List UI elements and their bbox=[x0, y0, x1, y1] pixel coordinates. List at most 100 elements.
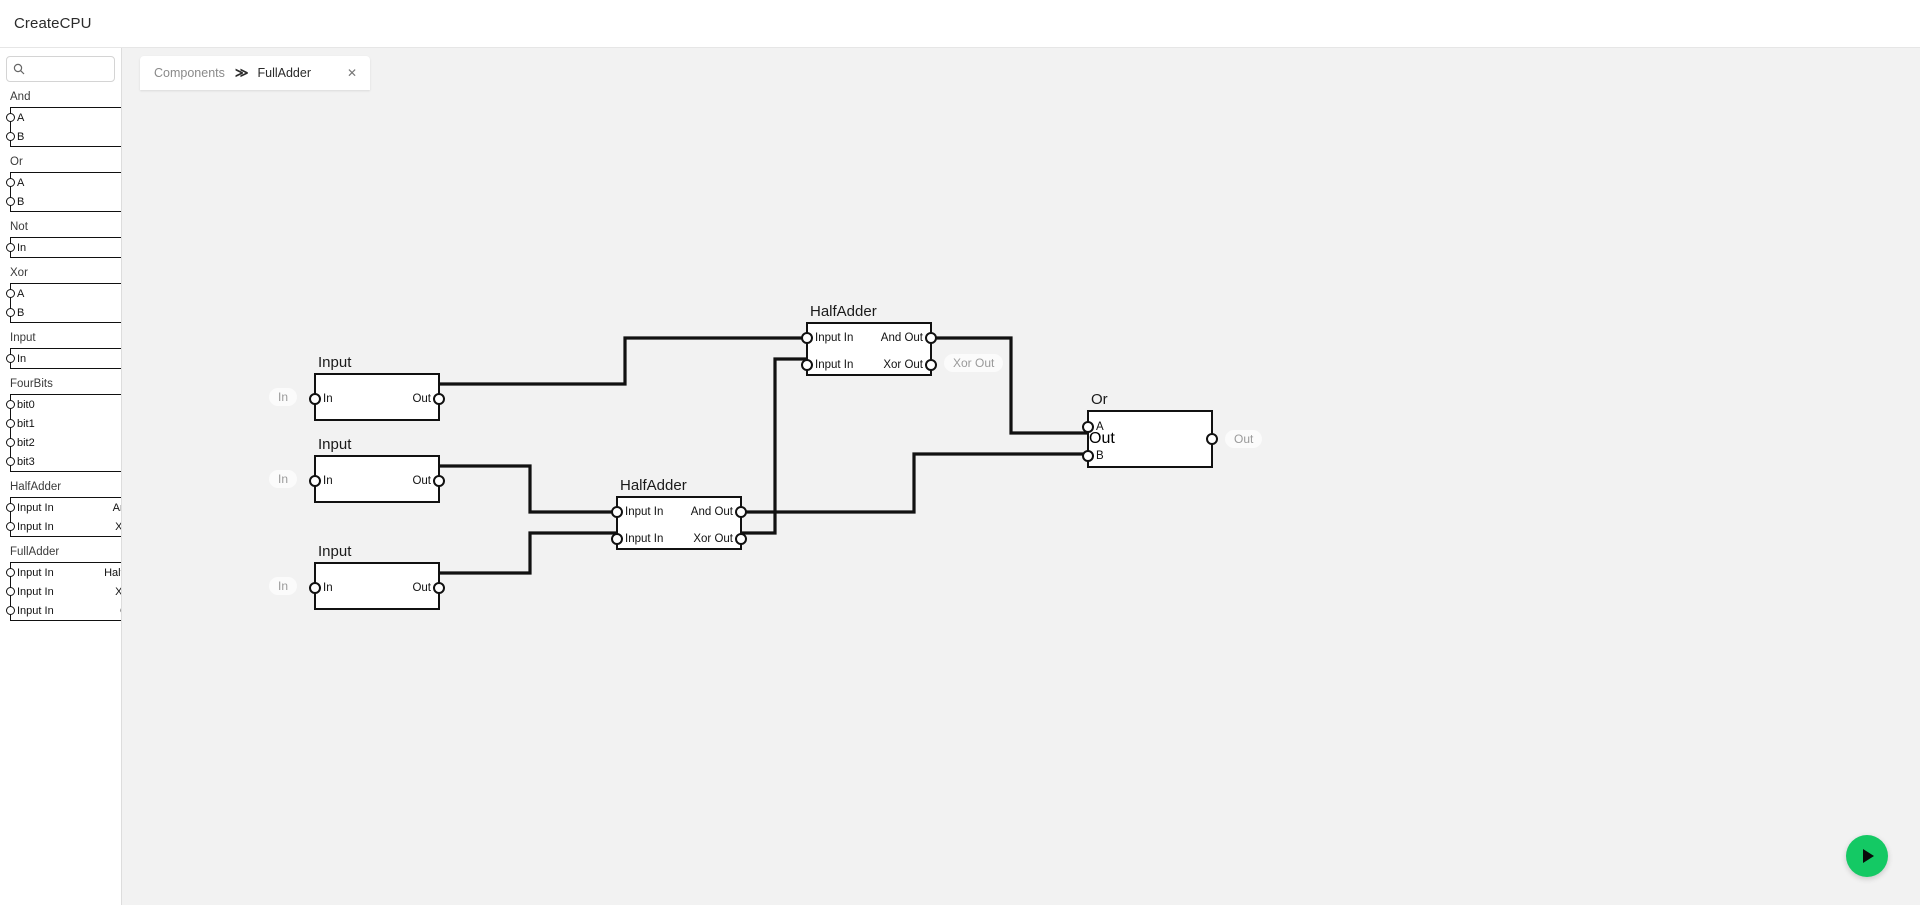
palette-input-pin[interactable] bbox=[5, 400, 15, 409]
palette-input-pin[interactable] bbox=[5, 197, 15, 206]
palette-input-label: B bbox=[17, 195, 25, 208]
palette-item-not[interactable]: NotInOut bbox=[0, 220, 121, 258]
search-box[interactable] bbox=[6, 56, 115, 82]
node-output-pin[interactable] bbox=[735, 532, 747, 545]
run-simulation-button[interactable] bbox=[1846, 835, 1888, 877]
palette-input-pin[interactable] bbox=[5, 606, 15, 615]
node-output-pin[interactable] bbox=[735, 505, 747, 518]
breadcrumb-separator-icon: ≫ bbox=[234, 65, 249, 80]
node-input-pin[interactable] bbox=[611, 532, 623, 545]
palette-input-pin[interactable] bbox=[5, 243, 15, 252]
tab-bar: Components ≫ FullAdder ✕ bbox=[140, 56, 370, 90]
palette-input-pin[interactable] bbox=[5, 178, 15, 187]
palette-pin-row: A bbox=[5, 173, 121, 192]
palette-item-label: Input bbox=[10, 332, 36, 344]
palette-input-pin[interactable] bbox=[5, 354, 15, 363]
node-output-label: Out bbox=[412, 393, 431, 405]
node-output-pin[interactable] bbox=[1206, 433, 1218, 445]
palette-input-pin[interactable] bbox=[5, 132, 15, 141]
close-icon[interactable]: ✕ bbox=[346, 66, 358, 80]
palette-item-label: FourBits bbox=[10, 378, 53, 390]
node-pin-row: A bbox=[1082, 412, 1211, 441]
palette-input-pin[interactable] bbox=[5, 308, 15, 317]
palette-input-pin[interactable] bbox=[5, 503, 15, 512]
palette-input-label: Input In bbox=[17, 585, 54, 598]
palette-input-pin[interactable] bbox=[5, 419, 15, 428]
breadcrumb-root[interactable]: Components bbox=[154, 66, 225, 80]
node-input-pin[interactable] bbox=[309, 582, 321, 594]
palette-input-pin[interactable] bbox=[5, 113, 15, 122]
node-title: Input bbox=[318, 543, 352, 560]
pin-name-pill[interactable]: In bbox=[269, 470, 298, 488]
search-input[interactable] bbox=[29, 62, 108, 76]
palette-item-fourbits[interactable]: FourBits bit0bit1bit2bit3Out bbox=[0, 377, 121, 472]
palette-pin-row: B bbox=[5, 192, 121, 211]
node-input-label: In bbox=[323, 582, 333, 594]
wire-layer bbox=[440, 336, 1087, 575]
node-input-label: A bbox=[1096, 420, 1104, 433]
node-input-label: In bbox=[323, 393, 333, 405]
palette-item-xor[interactable]: XorABOut bbox=[0, 266, 121, 323]
node-input-label: Input In bbox=[815, 331, 854, 344]
palette-item-label: HalfAdder bbox=[10, 481, 62, 493]
node-output-pin[interactable] bbox=[433, 393, 445, 405]
node-input-pin[interactable] bbox=[611, 505, 623, 518]
node-title: HalfAdder bbox=[810, 303, 877, 320]
node-title: Input bbox=[318, 436, 352, 453]
palette-output-label: Xor Out bbox=[115, 520, 122, 533]
node-input-pin[interactable] bbox=[309, 475, 321, 487]
palette-pin-row: bit2 bbox=[5, 433, 121, 452]
node-input-pin[interactable] bbox=[801, 358, 813, 371]
pin-name-pill[interactable]: In bbox=[269, 577, 298, 595]
palette-input-pin[interactable] bbox=[5, 522, 15, 531]
node-output-pin[interactable] bbox=[925, 331, 937, 344]
palette-item-and[interactable]: AndABOut bbox=[0, 90, 121, 147]
node-output-pin[interactable] bbox=[925, 358, 937, 371]
pin-name-pill[interactable]: Xor Out bbox=[944, 353, 1004, 372]
node-input-pin[interactable] bbox=[309, 393, 321, 405]
palette-output-label: Xor Out bbox=[115, 585, 122, 598]
palette-pin-row: B bbox=[5, 303, 121, 322]
palette-input-label: bit0 bbox=[17, 398, 35, 411]
node-output-pin[interactable] bbox=[433, 475, 445, 487]
node-input-pin[interactable] bbox=[1082, 449, 1094, 462]
palette-item-symbol: bit0bit1bit2bit3Out bbox=[5, 394, 121, 472]
palette-input-pin[interactable] bbox=[5, 457, 15, 466]
schematic-canvas[interactable]: Components ≫ FullAdder ✕ bbox=[122, 48, 1920, 905]
node-input-pin[interactable] bbox=[1082, 420, 1094, 433]
palette-input-pin[interactable] bbox=[5, 568, 15, 577]
node-title: Or bbox=[1091, 391, 1108, 408]
palette-input-label: In bbox=[17, 241, 27, 254]
node-body[interactable]: In Out bbox=[309, 373, 445, 421]
palette-input-pin[interactable] bbox=[5, 438, 15, 447]
palette-input-pin[interactable] bbox=[5, 587, 15, 596]
palette-input-label: A bbox=[17, 111, 25, 124]
node-input-pin[interactable] bbox=[801, 331, 813, 344]
pin-name-pill[interactable]: In bbox=[269, 388, 298, 406]
palette-input-label: A bbox=[17, 176, 25, 189]
pin-name-pill[interactable]: Out bbox=[1225, 430, 1263, 448]
palette-input-pin[interactable] bbox=[5, 289, 15, 298]
node-output-pin[interactable] bbox=[433, 582, 445, 594]
tab-fulladder[interactable]: Components ≫ FullAdder ✕ bbox=[140, 56, 370, 90]
